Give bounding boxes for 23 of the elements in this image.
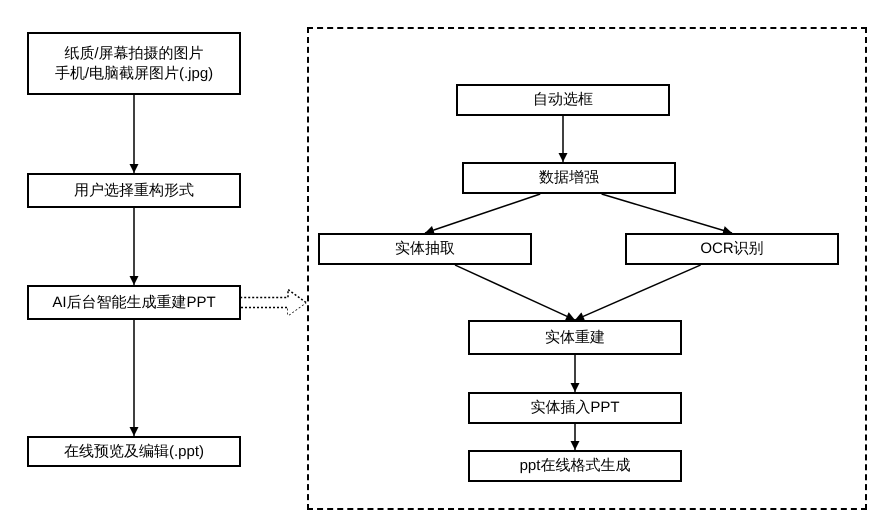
arrow [424, 193, 540, 234]
arrow [240, 288, 307, 317]
arrow [130, 95, 138, 173]
process-box: 实体抽取 [318, 233, 532, 265]
process-box: ppt在线格式生成 [468, 450, 682, 482]
arrow [130, 208, 138, 285]
arrow [558, 116, 568, 162]
arrow [130, 320, 138, 436]
dashed-frame [307, 27, 867, 510]
process-box: 在线预览及编辑(.ppt) [27, 436, 241, 467]
arrow [601, 193, 732, 235]
process-box: 用户选择重构形式 [27, 173, 241, 208]
arrow [570, 355, 580, 392]
process-box: AI后台智能生成重建PPT [27, 285, 241, 320]
process-box: 数据增强 [462, 162, 676, 194]
process-box: OCR识别 [625, 233, 839, 265]
arrow [454, 264, 576, 321]
arrow [574, 264, 701, 321]
arrow [570, 424, 580, 450]
process-box: 纸质/屏幕拍摄的图片 手机/电脑截屏图片(.jpg) [27, 32, 241, 95]
process-box: 自动选框 [456, 84, 670, 116]
process-box: 实体重建 [468, 320, 682, 355]
process-box: 实体插入PPT [468, 392, 682, 424]
